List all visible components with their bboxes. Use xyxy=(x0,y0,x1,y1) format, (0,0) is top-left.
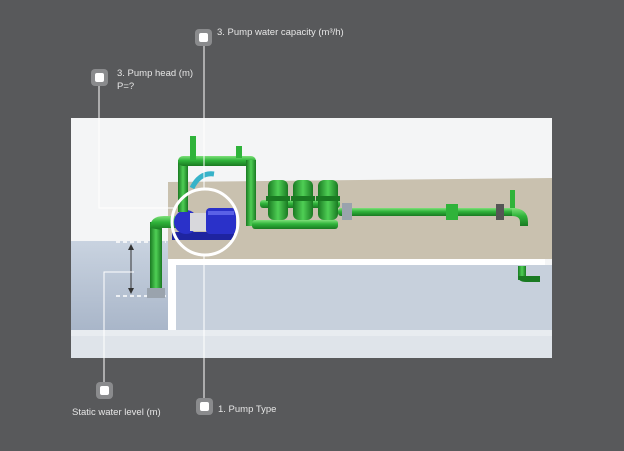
water-bottom xyxy=(71,336,552,358)
main-valve-3 xyxy=(496,204,504,220)
main-valve-1 xyxy=(342,203,352,220)
outlet-drop xyxy=(518,266,526,280)
pressure-valve-top xyxy=(190,136,196,160)
discharge-top-pipe xyxy=(178,156,256,166)
filter-manifold-bottom xyxy=(252,220,338,229)
marker-head[interactable] xyxy=(91,69,108,86)
pump-base xyxy=(172,232,234,240)
outlet-drop-elbow xyxy=(518,276,540,282)
leader-static xyxy=(103,271,134,384)
pump-body xyxy=(190,213,208,231)
pump-motor-highlight xyxy=(208,211,234,215)
marker-static[interactable] xyxy=(96,382,113,399)
valve-top-right xyxy=(236,146,242,158)
foot-valve xyxy=(147,288,165,298)
discharge-down-pipe xyxy=(246,160,256,226)
suction-pipe xyxy=(150,222,162,292)
filter-group xyxy=(266,180,340,220)
reservoir-wall xyxy=(71,330,552,336)
water-level-arrow-head-bottom xyxy=(128,288,134,294)
water-level-arrow-head-top xyxy=(128,244,134,250)
outlet-elbow xyxy=(512,208,528,226)
marker-pumptype[interactable] xyxy=(196,398,213,415)
cyan-bypass xyxy=(189,171,215,190)
pump-head-formula: P=? xyxy=(117,81,135,92)
pump-highlight-circle xyxy=(170,187,240,257)
ground-platform xyxy=(168,178,552,259)
static-water-level-label: Static water level (m) xyxy=(72,407,161,418)
pump-head-title: 3. Pump head (m) xyxy=(117,68,194,79)
suction-elbow xyxy=(150,216,176,230)
vent-valve xyxy=(510,190,515,208)
pump-capacity-label: 3. Pump water capacity (m³/h) xyxy=(217,27,344,38)
main-valve-2 xyxy=(446,204,458,220)
pump-head-label: 3. Pump head (m) P=? xyxy=(117,67,193,93)
leader-head xyxy=(98,84,176,209)
discharge-riser xyxy=(178,160,188,212)
pump-type-label: 1. Pump Type xyxy=(218,404,277,415)
marker-capacity[interactable] xyxy=(195,29,212,46)
main-line xyxy=(338,208,518,216)
water-lower-area xyxy=(176,265,552,330)
